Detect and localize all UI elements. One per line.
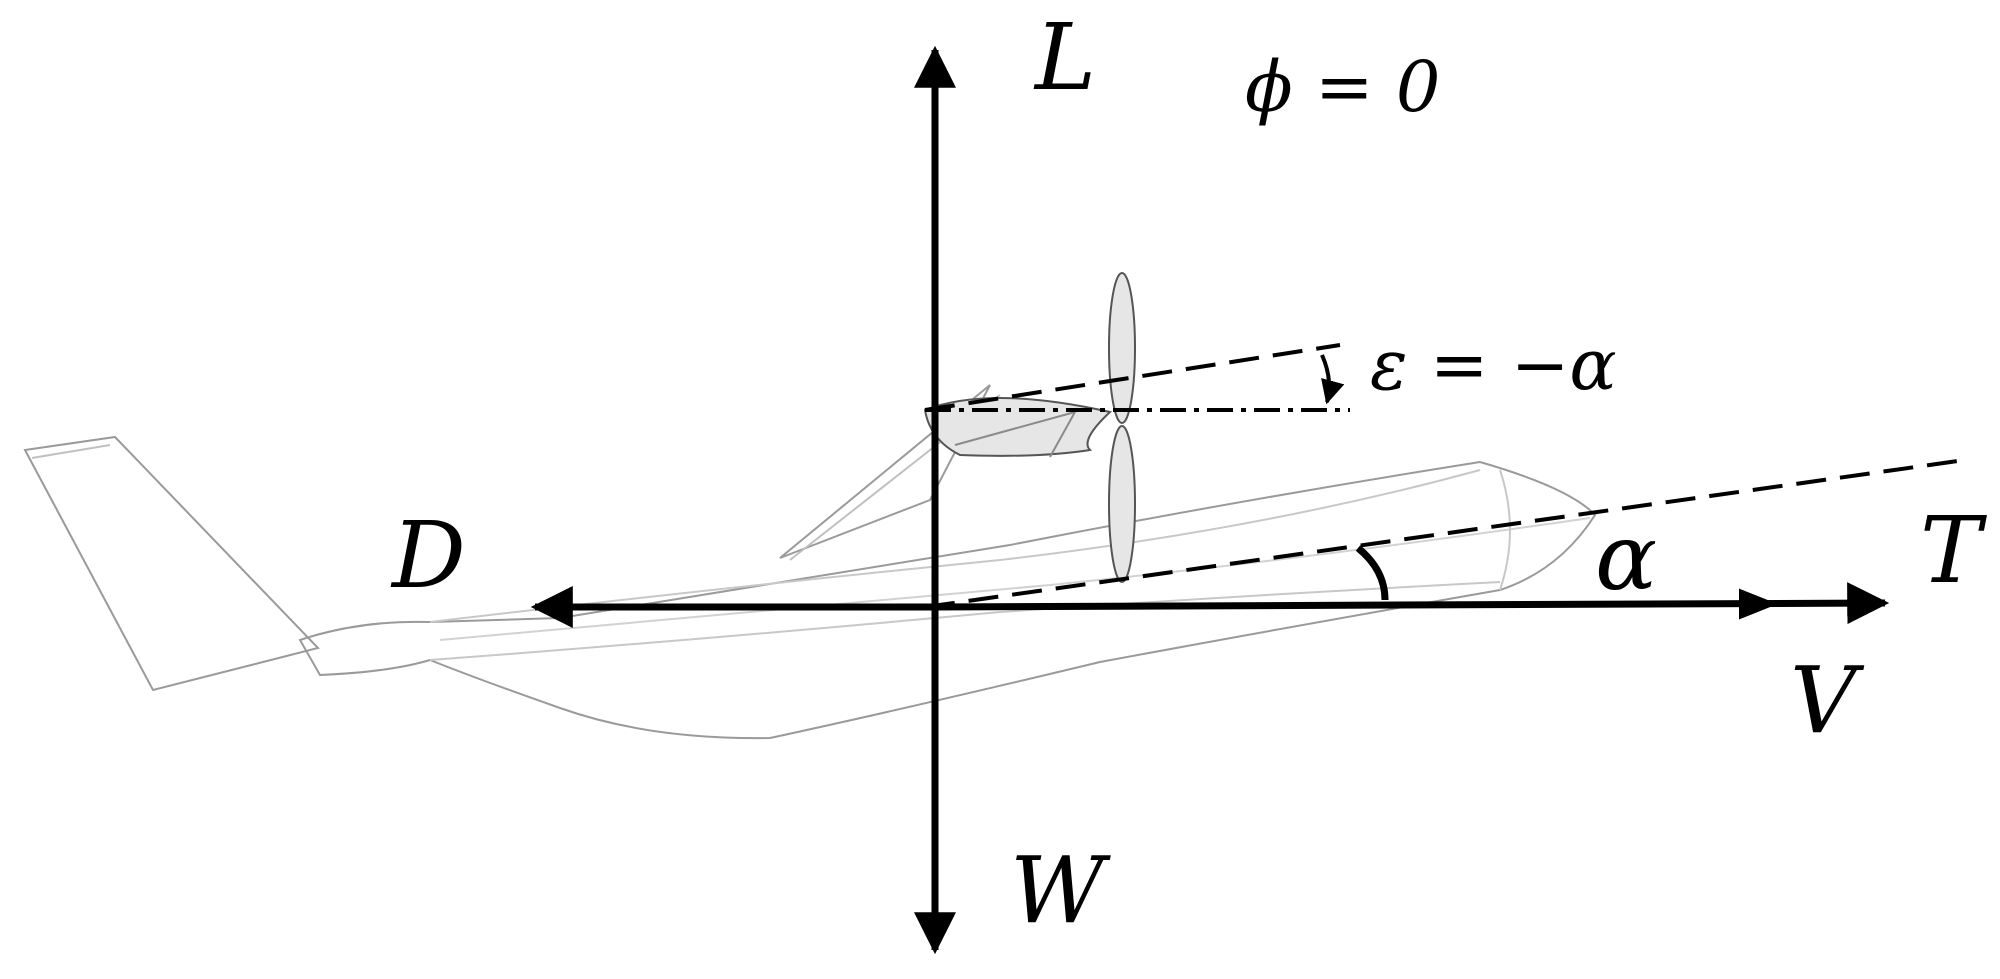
velocity-arrowhead: [1739, 588, 1778, 620]
propeller-blade-lower: [1108, 425, 1136, 583]
weight-label: W: [1010, 837, 1105, 944]
vertical-tail: [23, 435, 320, 692]
epsilon-label: ε = −α: [1370, 324, 1617, 406]
alpha-arc: [1355, 545, 1389, 601]
aircraft-sketch: [23, 384, 1597, 740]
alpha-label: α: [1595, 504, 1658, 611]
fuselage: [298, 460, 1597, 740]
drag-label: D: [392, 502, 466, 609]
propeller: [923, 272, 1136, 583]
lift-label: L: [1035, 4, 1097, 111]
thrust-label: T: [1920, 497, 1982, 604]
angle-markers: [1320, 354, 1389, 601]
propeller-blade-upper: [1108, 272, 1136, 424]
force-vectors: [530, 45, 1890, 955]
reference-lines: [924, 343, 1966, 609]
thrust-arrow: [934, 582, 1890, 625]
velocity-label: V: [1790, 647, 1857, 754]
epsilon-arc: [1320, 354, 1345, 405]
bank-angle-label: ϕ = 0: [1245, 46, 1441, 128]
thrust-axis-line: [924, 343, 1341, 412]
